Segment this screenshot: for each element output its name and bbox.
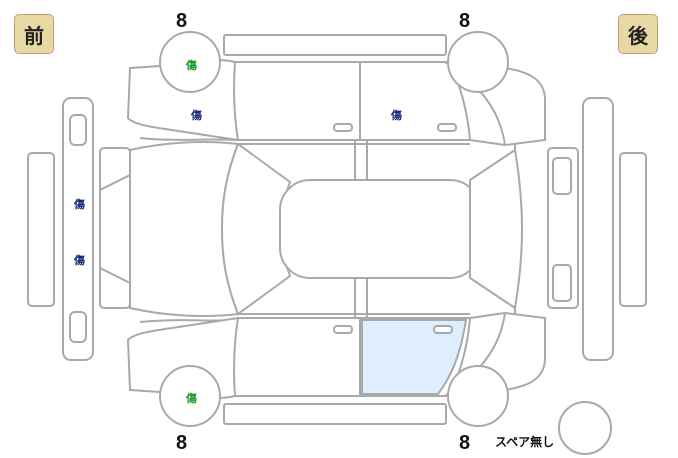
rear-right-door-highlight <box>361 319 468 395</box>
rear-right-lamp <box>552 264 572 302</box>
front-left-fog-lamp <box>69 114 87 146</box>
spare-tire <box>558 401 612 455</box>
rear-badge: 後 <box>618 14 658 54</box>
rear-right-wheel <box>447 365 509 427</box>
rear-left-wheel <box>447 31 509 93</box>
front-right-fog-lamp <box>69 311 87 343</box>
roof <box>279 179 481 279</box>
tire-depth-front-right: 8 <box>176 432 188 454</box>
rear-right-door-handle <box>433 325 453 334</box>
front-left-door-handle <box>333 123 353 132</box>
damage-mark-front-bumper-upper: 傷 <box>74 198 85 211</box>
tire-depth-rear-right: 8 <box>459 432 471 454</box>
right-rocker-panel <box>223 403 447 425</box>
front-left-wheel <box>159 31 221 93</box>
damage-mark-front-bumper-lower: 傷 <box>74 254 85 267</box>
left-rocker-panel <box>223 34 447 56</box>
tire-depth-front-left: 8 <box>176 10 188 32</box>
tire-depth-rear-left: 8 <box>459 10 471 32</box>
damage-mark-front-left-fender: 傷 <box>191 109 202 122</box>
front-bumper <box>62 97 94 361</box>
front-right-door-handle <box>333 325 353 334</box>
rear-bumper <box>582 97 614 361</box>
rear-bumper-face <box>619 152 647 307</box>
spare-tire-label: スペア無し <box>495 435 555 449</box>
front-grille <box>99 147 131 309</box>
front-right-wheel <box>159 365 221 427</box>
front-bumper-face <box>27 152 55 307</box>
front-badge: 前 <box>14 14 54 54</box>
rear-window <box>469 148 524 310</box>
damage-mark-front-left-wheel: 傷 <box>186 59 197 72</box>
damage-mark-rear-left-door: 傷 <box>391 109 402 122</box>
rear-left-lamp <box>552 157 572 195</box>
damage-mark-front-right-wheel: 傷 <box>186 392 197 405</box>
rear-left-door-handle <box>437 123 457 132</box>
